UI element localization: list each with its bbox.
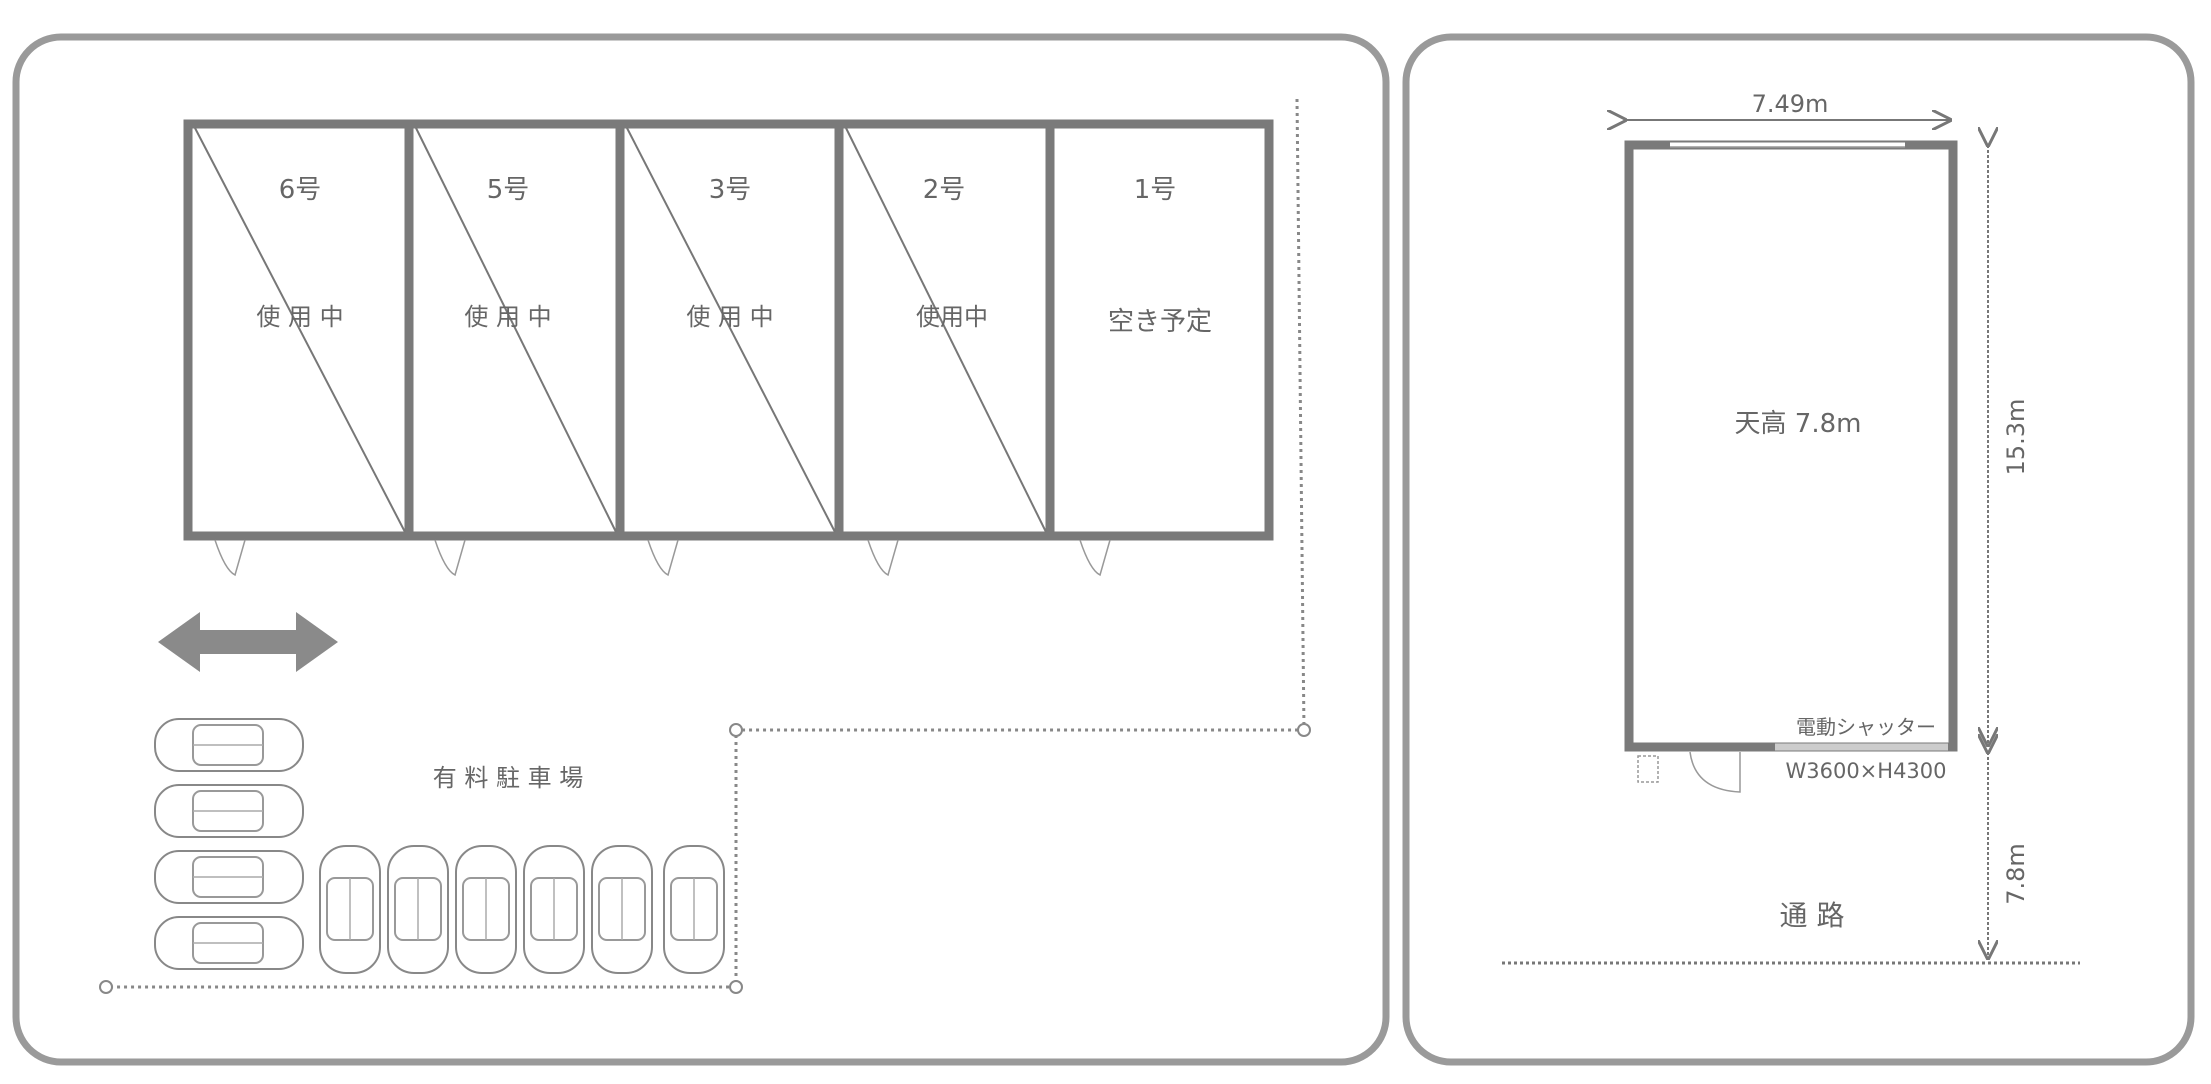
warehouse-outline	[1624, 140, 1958, 752]
depth-dimension: 15.3m	[2002, 399, 2030, 476]
width-dimension: 7.49m	[1752, 90, 1829, 118]
unit-3: 3号 使 用 中	[686, 175, 773, 331]
ceiling-height-label: 天高 7.8m	[1735, 409, 1862, 439]
unit-2: 2号 使用中	[916, 175, 988, 331]
unit-number: 1号	[1134, 175, 1177, 205]
double-arrow-icon	[158, 612, 338, 672]
road-label: 通 路	[1780, 899, 1845, 932]
shutter-label: 電動シャッター	[1796, 715, 1936, 739]
unit-number: 5号	[487, 175, 530, 205]
unit-status: 使 用 中	[464, 303, 551, 331]
storage-units	[183, 119, 1274, 577]
parking-cars	[154, 718, 725, 974]
unit-1: 1号 空き予定	[1108, 175, 1212, 337]
unit-number: 6号	[279, 175, 322, 205]
right-panel-frame	[1402, 33, 2195, 1066]
unit-number: 2号	[923, 175, 966, 205]
parking-label: 有 料 駐 車 場	[433, 764, 584, 792]
setback-dimension: 7.8m	[2002, 843, 2030, 905]
window-icon	[1637, 755, 1659, 783]
unit-status: 使 用 中	[256, 303, 343, 331]
unit-5: 5号 使 用 中	[464, 175, 551, 331]
unit-status: 使 用 中	[686, 303, 773, 331]
unit-status: 空き予定	[1108, 307, 1212, 337]
unit-status: 使用中	[916, 303, 988, 331]
shutter-size: W3600×H4300	[1785, 759, 1946, 783]
unit-6: 6号 使 用 中	[256, 175, 343, 331]
left-panel-frame	[12, 33, 1390, 1066]
door-icon	[1689, 751, 1741, 793]
unit-number: 3号	[709, 175, 752, 205]
